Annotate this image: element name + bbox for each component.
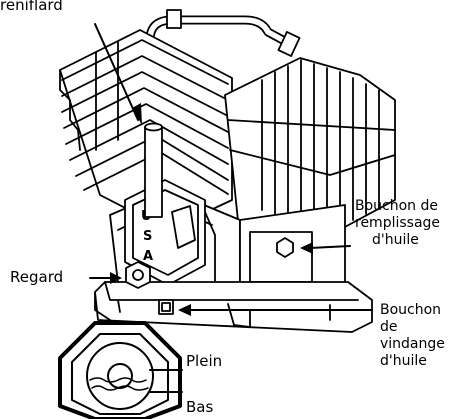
oil-fill-plug-label-line-3: d'huile bbox=[372, 232, 419, 248]
oil-fill-plug-label-line-2: remplissage bbox=[355, 215, 441, 231]
sight-glass-icon bbox=[125, 261, 151, 289]
oil-drain-plug-label-line-2: de bbox=[380, 319, 398, 335]
full-level-label: Plein bbox=[186, 352, 223, 370]
oil-fill-plug-icon bbox=[276, 237, 294, 258]
right-cylinder bbox=[224, 57, 396, 241]
leader-lines bbox=[89, 23, 373, 393]
oil-drain-plug-label: Bouchon de vindange d'huile bbox=[380, 302, 445, 370]
oil-drain-plug-label-line-3: vindange bbox=[380, 336, 445, 352]
oil-fill-plug-label: Bouchon de remplissage d'huile bbox=[355, 198, 440, 249]
oil-fill-plug-label-line-1: Bouchon de bbox=[355, 198, 439, 214]
breather-label: reniflard bbox=[0, 0, 63, 14]
oil-drain-plug-icon bbox=[158, 299, 174, 315]
oil-drain-plug-label-line-4: d'huile bbox=[380, 353, 427, 369]
oil-drain-plug-label-line-1: Bouchon bbox=[380, 302, 442, 318]
transfer-tube bbox=[145, 9, 301, 75]
breather-tube bbox=[144, 122, 163, 218]
low-level-label: Bas bbox=[186, 398, 214, 416]
sight-glass-detail bbox=[58, 321, 182, 419]
stamp-letter-a: A bbox=[143, 249, 153, 264]
sight-glass-label: Regard bbox=[10, 268, 64, 286]
stamp-letter-s: S bbox=[143, 229, 152, 244]
